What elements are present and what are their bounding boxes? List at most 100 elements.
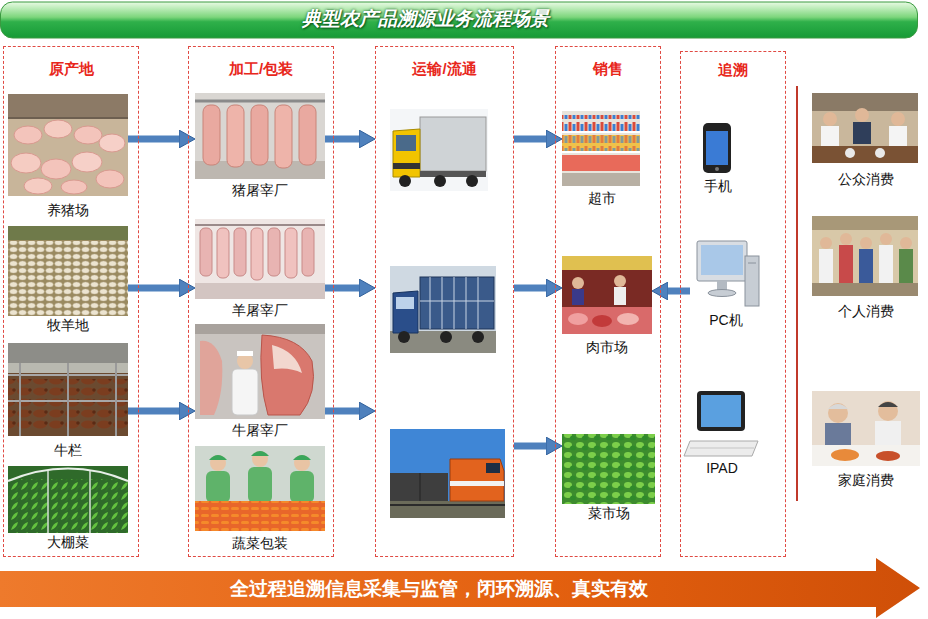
sheep-slaughterhouse-photo-part	[234, 228, 246, 276]
train-photo-part	[450, 481, 504, 486]
livestock-truck-photo-part	[478, 277, 479, 329]
personal-dining-photo-part	[812, 216, 918, 230]
pc-icon-part	[701, 245, 743, 275]
family-dining-photo-part	[828, 403, 848, 423]
tablet-icon-part	[701, 395, 741, 427]
truck-photo-part	[396, 135, 416, 151]
personal-dining-photo-part	[860, 237, 872, 249]
family-dining-photo-part	[878, 401, 898, 421]
flow-arrow	[128, 136, 183, 143]
pig-farm-photo-part	[8, 94, 128, 118]
photo-item: 超市	[562, 109, 642, 209]
personal-dining-photo-part	[880, 233, 892, 245]
cattle-slaughterhouse-photo-part	[261, 335, 314, 415]
flow-arrow	[514, 285, 550, 292]
livestock-truck-photo-part	[420, 277, 494, 329]
column-heading: 运输/流通	[376, 59, 513, 79]
title-band-part	[1, 2, 918, 38]
livestock-truck-photo-part	[390, 331, 496, 353]
tablet-icon-part	[697, 391, 745, 431]
personal-dining-photo	[812, 216, 918, 296]
pig-farm-photo-part	[72, 152, 102, 172]
vegetable-packing-photo-part	[195, 446, 325, 531]
vegetable-packing-photo-part	[248, 467, 272, 503]
vegetable-packing-photo-part	[252, 451, 268, 467]
photo-caption: 菜市场	[562, 504, 655, 522]
pc-icon-part	[697, 241, 747, 281]
diagram-title: 典型农产品溯源业务流程场景	[0, 1, 850, 37]
pig-slaughterhouse-photo-part	[195, 100, 325, 103]
photo-caption: 牧羊地	[8, 316, 128, 334]
meat-market-photo-part	[562, 256, 652, 334]
truck-photo-part	[393, 163, 420, 169]
greenhouse-photo-part	[8, 469, 128, 482]
vegetable-packing-photo-part	[290, 471, 314, 503]
vegetable-market-photo-part	[562, 434, 655, 504]
cattle-slaughterhouse-photo	[195, 324, 325, 419]
column-heading: 追溯	[681, 60, 785, 80]
photo-item: 手机	[690, 121, 746, 197]
vegetable-packing-photo-part	[195, 501, 325, 531]
pc-icon-part	[745, 256, 759, 306]
photo-item: 个人消费	[812, 216, 920, 322]
pig-farm-photo-part	[8, 94, 128, 196]
column-heading: 原产地	[4, 59, 138, 79]
sheep-slaughterhouse-photo-part	[217, 228, 229, 278]
pc-icon-part	[748, 263, 756, 264]
photo-caption: 肉市场	[562, 338, 652, 356]
flow-arrow	[325, 136, 363, 143]
stage-column: 加工/包装猪屠宰厂羊屠宰厂牛屠宰厂蔬菜包装	[188, 46, 334, 557]
photo-caption: 养猪场	[8, 201, 128, 219]
stage-column: 原产地养猪场牧羊地牛栏大棚菜	[3, 46, 139, 557]
public-dining-photo-part	[855, 108, 869, 122]
banner-text: 全过程追溯信息采集与监管，闭环溯源、真实有效	[230, 576, 648, 602]
flow-arrow	[128, 408, 183, 415]
personal-dining-photo-part	[812, 283, 918, 296]
vegetable-packing-photo-part	[294, 455, 310, 471]
vegetable-packing-photo-part	[206, 471, 230, 503]
vegetable-market-photo-part	[562, 434, 655, 504]
livestock-truck-photo-part	[420, 301, 494, 302]
meat-market-photo-part	[614, 275, 626, 287]
meat-market-photo	[562, 256, 652, 334]
cattle-pen-photo-part	[8, 343, 128, 363]
truck-photo-part	[420, 117, 486, 171]
public-dining-photo-part	[845, 148, 855, 158]
pig-slaughterhouse-photo-part	[203, 105, 220, 165]
train-photo-part	[420, 473, 421, 501]
supermarket-photo-part	[562, 115, 640, 131]
public-dining-photo-part	[853, 122, 871, 144]
photo-caption: PC机	[690, 311, 762, 329]
cattle-slaughterhouse-photo-part	[195, 324, 325, 334]
meat-market-photo-part	[572, 277, 584, 289]
train-photo-part	[450, 459, 504, 501]
photo-item: 大棚菜	[8, 466, 128, 553]
photo-item: 菜市场	[562, 434, 655, 524]
vegetable-packing-photo	[195, 446, 325, 531]
livestock-truck-photo-part	[430, 277, 431, 329]
sheep-slaughterhouse-photo-part	[200, 228, 212, 276]
arrow-shape-fill	[0, 558, 920, 618]
photo-item: 家庭消费	[812, 391, 920, 491]
pig-farm-photo-part	[61, 180, 87, 194]
greenhouse-photo-part	[8, 479, 128, 533]
vegetable-packing-photo-part	[293, 455, 311, 460]
livestock-truck-photo-part	[390, 266, 496, 353]
train-photo-part	[390, 501, 505, 518]
sheep-slaughterhouse-photo-part	[195, 283, 325, 299]
sheep-slaughterhouse-photo-part	[285, 228, 297, 278]
supermarket-photo-part	[562, 111, 640, 186]
supermarket-photo-part	[562, 131, 640, 133]
flow-arrow	[514, 443, 550, 450]
truck-photo-part	[466, 175, 478, 187]
meat-market-photo-part	[568, 313, 588, 325]
cattle-pen-photo-part	[19, 363, 21, 436]
photo-item: 肉市场	[562, 256, 652, 358]
livestock-truck-photo-part	[393, 291, 418, 333]
truck-photo-part	[434, 175, 446, 187]
photo-caption: 大棚菜	[8, 533, 128, 551]
pc-icon-part	[717, 281, 727, 290]
photo-caption: IPAD	[684, 459, 760, 477]
family-dining-photo	[812, 391, 920, 466]
